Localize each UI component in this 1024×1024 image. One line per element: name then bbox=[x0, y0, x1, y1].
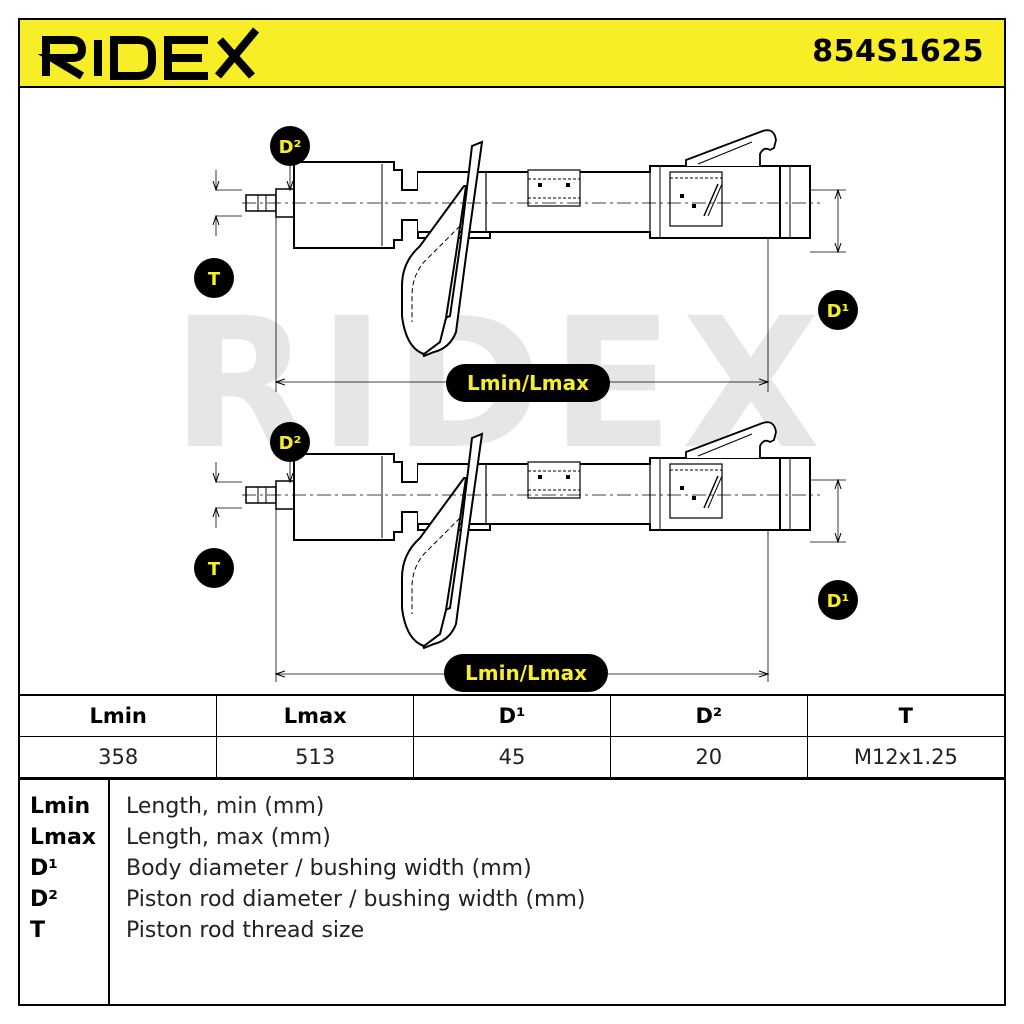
header-d1: D¹ bbox=[413, 694, 611, 737]
callout-d2-top: D² bbox=[270, 126, 310, 166]
svg-text:D¹: D¹ bbox=[827, 591, 850, 612]
callout-d2-bottom: D² bbox=[270, 422, 310, 462]
spec-table-header-row: Lmin Lmax D¹ D² T bbox=[20, 694, 1004, 737]
legend-row-d1: D¹ Body diameter / bushing width (mm) bbox=[20, 856, 1004, 887]
legend-description: Piston rod diameter / bushing width (mm) bbox=[126, 887, 586, 912]
value-d2: 20 bbox=[609, 736, 808, 778]
datasheet: 854S1625 bbox=[18, 18, 1006, 1006]
legend-description: Body diameter / bushing width (mm) bbox=[126, 856, 532, 881]
legend: Lmin Length, min (mm) Lmax Length, max (… bbox=[20, 778, 1004, 1004]
ridex-logo bbox=[38, 27, 260, 80]
svg-text:Lmin/Lmax: Lmin/Lmax bbox=[465, 661, 587, 685]
header-lmax: Lmax bbox=[216, 694, 415, 737]
svg-text:T: T bbox=[208, 559, 221, 580]
value-t: M12x1.25 bbox=[806, 736, 1004, 778]
legend-key: T bbox=[30, 918, 46, 943]
callout-t-top: T bbox=[194, 258, 234, 298]
legend-description: Piston rod thread size bbox=[126, 918, 365, 943]
value-lmin: 358 bbox=[20, 736, 218, 778]
legend-row-t: T Piston rod thread size bbox=[20, 918, 1004, 949]
header-d2: D² bbox=[609, 694, 808, 737]
header-t: T bbox=[806, 694, 1004, 737]
value-d1: 45 bbox=[413, 736, 611, 778]
legend-divider bbox=[108, 780, 110, 1004]
technical-drawing: RIDEX bbox=[172, 126, 858, 692]
callout-length-top: Lmin/Lmax bbox=[446, 364, 610, 402]
strut-drawing-top bbox=[216, 129, 846, 392]
part-number: 854S1625 bbox=[812, 34, 984, 69]
callout-d1-bottom: D¹ bbox=[818, 580, 858, 620]
legend-description: Length, min (mm) bbox=[126, 794, 325, 819]
spec-table-value-row: 358 513 45 20 M12x1.25 bbox=[20, 736, 1004, 778]
svg-text:Lmin/Lmax: Lmin/Lmax bbox=[467, 371, 589, 395]
callout-length-bottom: Lmin/Lmax bbox=[444, 654, 608, 692]
svg-text:T: T bbox=[208, 269, 221, 290]
callout-d1-top: D¹ bbox=[818, 290, 858, 330]
header-bar: 854S1625 bbox=[20, 20, 1004, 88]
svg-text:D²: D² bbox=[279, 433, 302, 454]
svg-text:D¹: D¹ bbox=[827, 301, 850, 322]
legend-key: D¹ bbox=[30, 856, 58, 881]
legend-key: D² bbox=[30, 887, 58, 912]
header-lmin: Lmin bbox=[20, 694, 218, 737]
legend-key: Lmax bbox=[30, 825, 96, 850]
legend-description: Length, max (mm) bbox=[126, 825, 331, 850]
legend-row-d2: D² Piston rod diameter / bushing width (… bbox=[20, 887, 1004, 918]
legend-key: Lmin bbox=[30, 794, 91, 819]
callout-t-bottom: T bbox=[194, 548, 234, 588]
svg-text:D²: D² bbox=[279, 137, 302, 158]
legend-row-lmax: Lmax Length, max (mm) bbox=[20, 825, 1004, 856]
spec-table: Lmin Lmax D¹ D² T 358 513 45 20 M12x1.25 bbox=[20, 694, 1004, 778]
value-lmax: 513 bbox=[216, 736, 415, 778]
legend-row-lmin: Lmin Length, min (mm) bbox=[20, 794, 1004, 825]
